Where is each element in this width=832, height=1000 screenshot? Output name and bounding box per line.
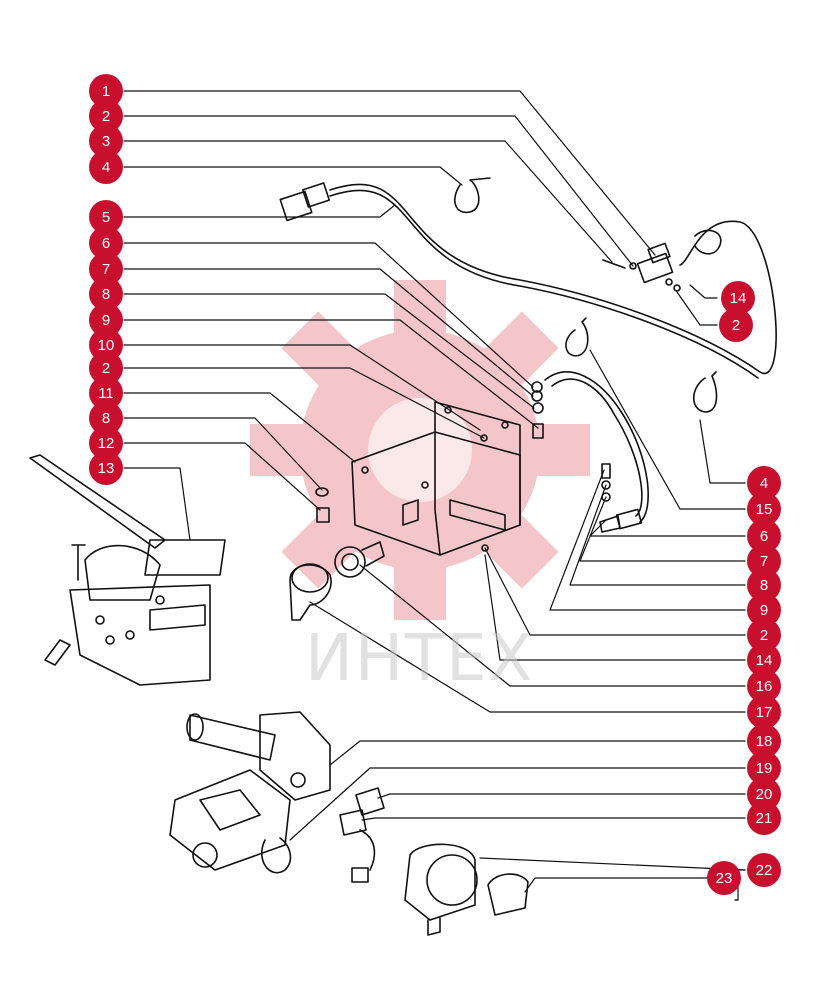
lamp-housing (404, 843, 478, 936)
knob (289, 563, 332, 621)
callout-22[interactable]: 22 (747, 853, 781, 887)
bracket (351, 401, 521, 556)
watermark-text: ИНТЕХ (305, 622, 535, 696)
lamp-cap (487, 873, 529, 916)
switch-1 (636, 242, 674, 284)
callout-21[interactable]: 21 (747, 801, 781, 835)
leader-lines (123, 90, 746, 901)
callout-13[interactable]: 13 (89, 451, 123, 485)
callout-17[interactable]: 17 (747, 695, 781, 729)
pedal-assembly (29, 454, 226, 686)
sensor-20 (355, 787, 385, 816)
ground-cable (544, 371, 649, 533)
gearbox-assembly (169, 711, 331, 874)
callout-23[interactable]: 23 (707, 861, 741, 895)
callout-4[interactable]: 4 (89, 150, 123, 184)
wiring-harness (279, 182, 777, 379)
sensor-21 (339, 809, 376, 883)
rotary-switch (334, 541, 385, 578)
callout-19[interactable]: 19 (747, 751, 781, 785)
callout-2c[interactable]: 2 (719, 308, 753, 342)
